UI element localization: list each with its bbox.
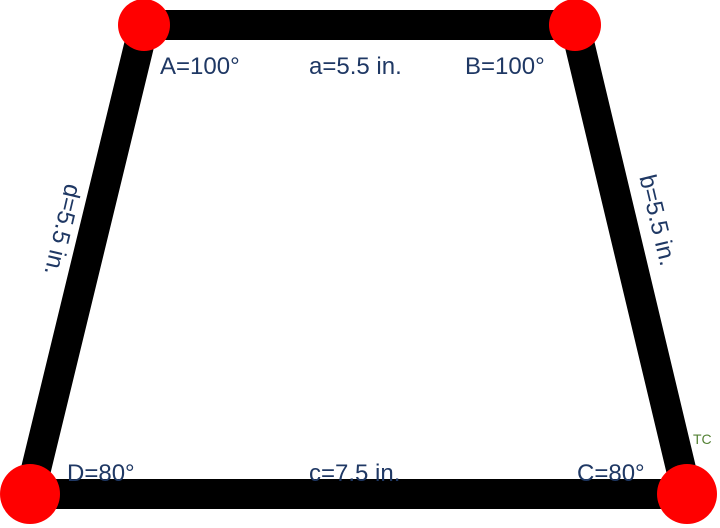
side-label-c: c=7.5 in. — [309, 460, 400, 487]
watermark-text: TC — [693, 431, 712, 447]
angle-label-d: D=80° — [67, 460, 135, 487]
angle-label-a: A=100° — [160, 53, 240, 80]
vertex-c — [657, 464, 717, 524]
vertex-b — [549, 0, 601, 51]
vertex-d — [0, 464, 60, 524]
trapezoid-outline — [10, 10, 707, 509]
angle-label-c: C=80° — [577, 460, 645, 487]
angle-label-b: B=100° — [465, 53, 545, 80]
side-label-a: a=5.5 in. — [309, 53, 402, 80]
vertex-a — [118, 0, 170, 51]
